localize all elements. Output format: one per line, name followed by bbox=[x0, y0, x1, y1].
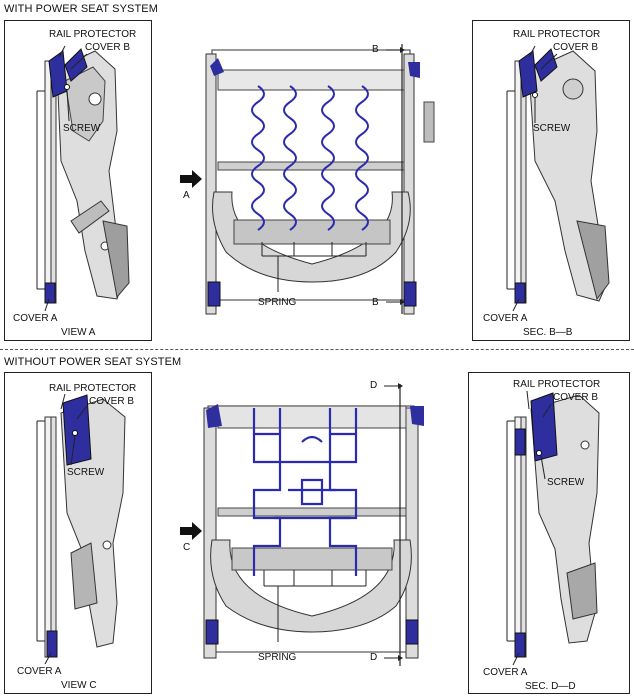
cut-line-bottom-label: B bbox=[372, 297, 379, 308]
cut-line-top-label: D bbox=[370, 380, 378, 391]
screw-label: SCREW bbox=[67, 467, 105, 478]
section-caption: SEC. D—D bbox=[525, 681, 576, 692]
view-caption: VIEW C bbox=[61, 680, 97, 691]
cover-a-label: COVER A bbox=[17, 666, 62, 677]
arrow-label: C bbox=[183, 542, 191, 553]
cover-b-label: COVER B bbox=[89, 396, 135, 407]
section-b-panel: RAIL PROTECTOR COVER B SCREW COVER A SEC… bbox=[472, 20, 630, 341]
rail-protector-label: RAIL PROTECTOR bbox=[49, 29, 137, 40]
cover-a-label: COVER A bbox=[483, 313, 528, 324]
view-caption: VIEW A bbox=[61, 327, 96, 338]
spring-label: SPRING bbox=[258, 652, 297, 663]
cover-b-label: COVER B bbox=[85, 42, 131, 53]
cut-line-bottom-label: D bbox=[370, 652, 378, 663]
view-arrow-icon bbox=[180, 522, 202, 540]
seat-frame-manual-illustration bbox=[203, 383, 424, 666]
cut-line-top-label: B bbox=[372, 44, 379, 55]
section-caption: SEC. B—B bbox=[523, 327, 573, 338]
section-d-panel: RAIL PROTECTOR COVER B SCREW COVER A SEC… bbox=[468, 372, 630, 694]
screw-label: SCREW bbox=[533, 123, 571, 134]
arrow-label: A bbox=[183, 190, 190, 201]
cover-a-label: COVER A bbox=[483, 667, 528, 678]
section-divider bbox=[0, 349, 634, 350]
cover-b-label: COVER B bbox=[553, 392, 599, 403]
section-title-manual: WITHOUT POWER SEAT SYSTEM bbox=[4, 356, 182, 368]
screw-label: SCREW bbox=[63, 123, 101, 134]
rail-protector-label: RAIL PROTECTOR bbox=[49, 383, 137, 394]
cover-a-label: COVER A bbox=[13, 313, 58, 324]
rail-side-illustration bbox=[36, 393, 126, 665]
rail-protector-label: RAIL PROTECTOR bbox=[513, 379, 601, 390]
seat-frame-power-illustration bbox=[205, 44, 435, 315]
rail-section-illustration bbox=[506, 390, 600, 666]
cover-b-label: COVER B bbox=[553, 42, 599, 53]
screw-label: SCREW bbox=[547, 477, 585, 488]
rail-protector-label: RAIL PROTECTOR bbox=[513, 29, 601, 40]
view-arrow-icon bbox=[180, 170, 202, 188]
section-title-power: WITH POWER SEAT SYSTEM bbox=[4, 3, 158, 15]
view-c-panel: RAIL PROTECTOR COVER B SCREW COVER A VIE… bbox=[4, 372, 152, 694]
spring-label: SPRING bbox=[258, 297, 297, 308]
rail-section-illustration bbox=[506, 45, 610, 312]
rail-side-illustration bbox=[36, 45, 130, 312]
view-a-panel: RAIL PROTECTOR COVER B SCREW COVER A VIE… bbox=[4, 20, 152, 341]
